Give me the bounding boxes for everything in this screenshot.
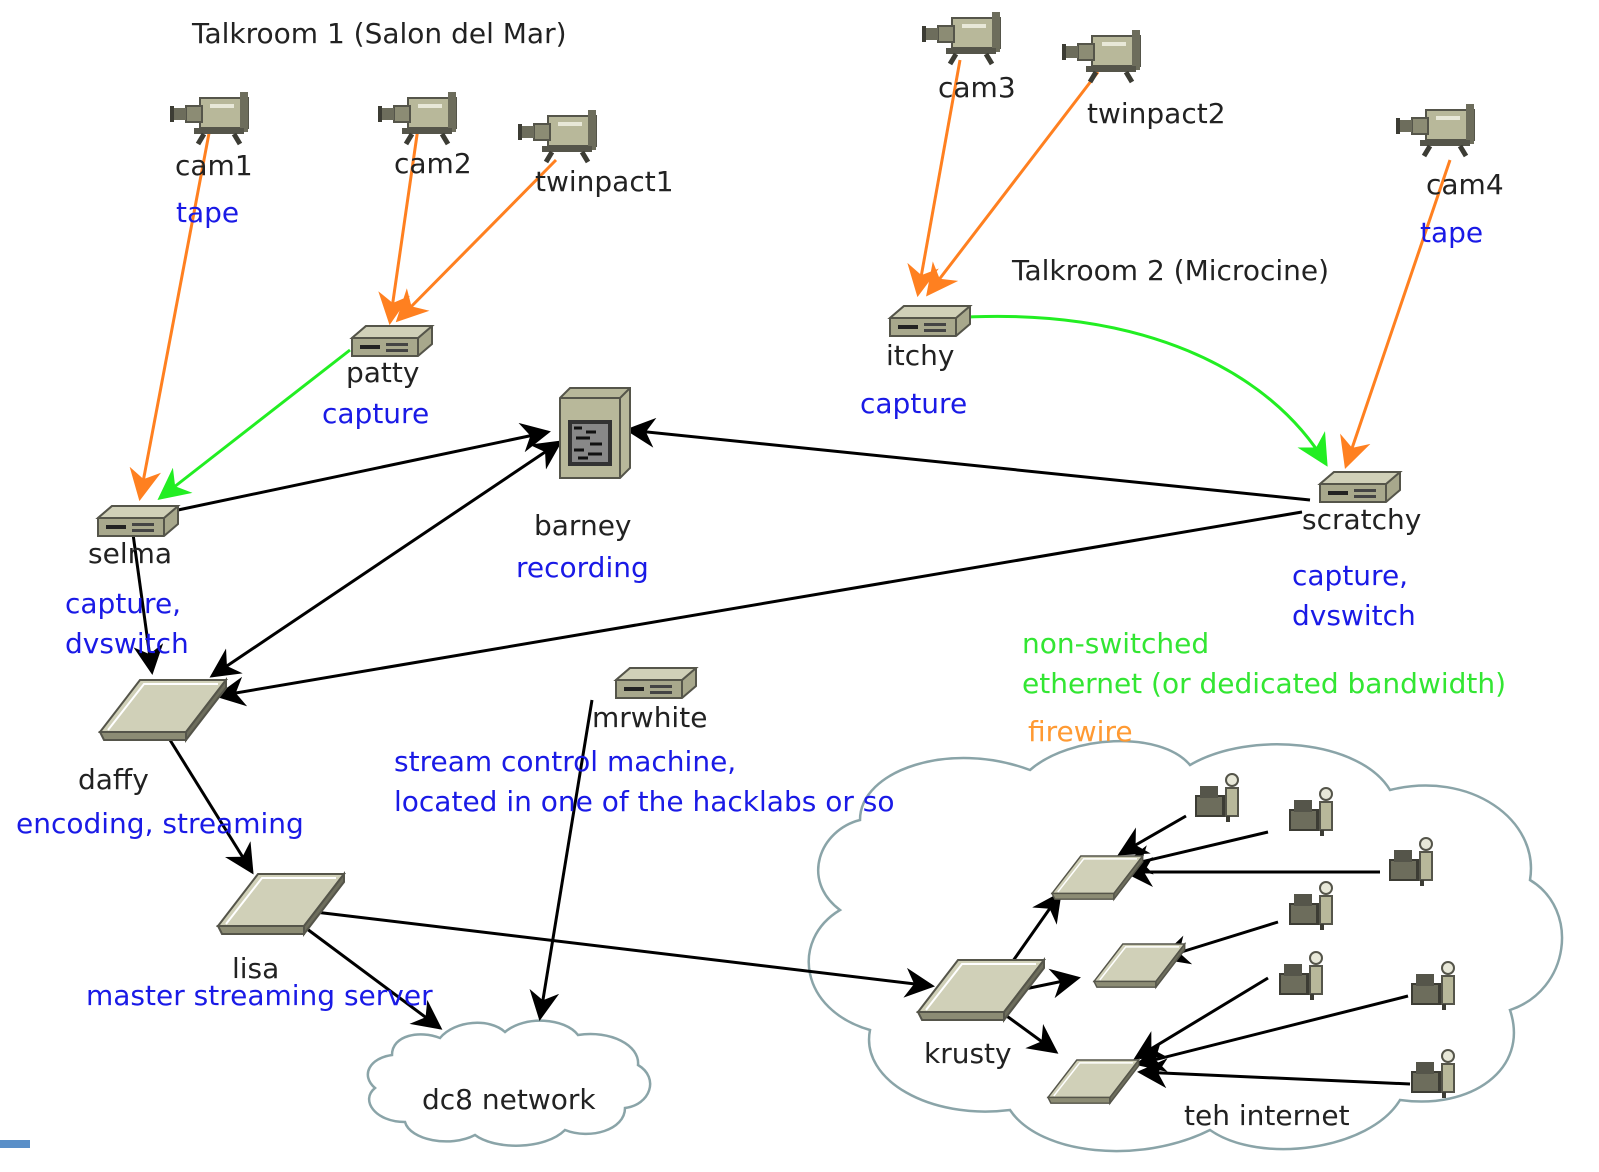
twinpact1-label: twinpact1 xyxy=(535,165,674,198)
cam1-label: cam1 xyxy=(175,149,253,182)
twinpact1-camera-icon xyxy=(518,110,596,162)
itchy-role: capture xyxy=(860,387,968,420)
krusty-label: krusty xyxy=(924,1037,1012,1070)
scratchy-role-line2: dvswitch xyxy=(1292,599,1416,632)
mrwhite-role-line1: stream control machine, xyxy=(394,745,737,778)
edge-mark xyxy=(0,1140,30,1148)
daffy-role: encoding, streaming xyxy=(16,807,304,840)
barney-server-icon xyxy=(558,386,632,480)
barney-role: recording xyxy=(516,551,649,584)
patty-role: capture xyxy=(322,397,430,430)
mrwhite-device-icon xyxy=(615,667,697,699)
ethernet-links xyxy=(157,314,1328,500)
daffy-device-icon xyxy=(99,679,227,741)
dc8-network-label: dc8 network xyxy=(422,1083,596,1116)
cam1-role: tape xyxy=(176,196,240,229)
scratchy-label: scratchy xyxy=(1302,503,1422,536)
daffy-label: daffy xyxy=(78,763,149,796)
lisa-role: master streaming server xyxy=(86,979,433,1012)
cam2-label: cam2 xyxy=(394,147,472,180)
patty-device-icon xyxy=(351,325,433,357)
talkroom1-title: Talkroom 1 (Salon del Mar) xyxy=(192,17,567,50)
selma-role-line2: dvswitch xyxy=(65,627,189,660)
selma-device-icon xyxy=(97,505,179,537)
legend-ethernet-line2: ethernet (or dedicated bandwidth) xyxy=(1022,667,1507,700)
scratchy-device-icon xyxy=(1319,471,1401,503)
lisa-label: lisa xyxy=(232,952,280,985)
cam3-label: cam3 xyxy=(938,71,1016,104)
cam4-camera-icon xyxy=(1396,104,1474,156)
legend-ethernet-line1: non-switched xyxy=(1022,627,1210,660)
barney-label: barney xyxy=(534,509,632,542)
selma-label: selma xyxy=(88,537,173,570)
itchy-label: itchy xyxy=(886,339,955,372)
scratchy-role-line1: capture, xyxy=(1292,559,1409,592)
cam3-camera-icon xyxy=(922,12,1000,64)
mrwhite-label: mrwhite xyxy=(592,701,708,734)
twinpact2-camera-icon xyxy=(1062,30,1140,82)
itchy-device-icon xyxy=(889,305,971,337)
twinpact2-label: twinpact2 xyxy=(1087,97,1226,130)
legend-firewire: firewire xyxy=(1028,715,1133,748)
patty-label: patty xyxy=(346,356,420,389)
network-links xyxy=(131,417,1411,1089)
firewire-links xyxy=(129,59,1452,502)
cam4-role: tape xyxy=(1420,216,1484,249)
lisa-device-icon xyxy=(217,873,345,935)
mrwhite-role-line2: located in one of the hacklabs or so xyxy=(394,785,895,818)
selma-role-line1: capture, xyxy=(65,587,182,620)
internet-label: teh internet xyxy=(1184,1099,1350,1132)
talkroom2-title: Talkroom 2 (Microcine) xyxy=(1012,254,1330,287)
dc8-cloud xyxy=(366,1019,652,1147)
cam4-label: cam4 xyxy=(1426,168,1504,201)
